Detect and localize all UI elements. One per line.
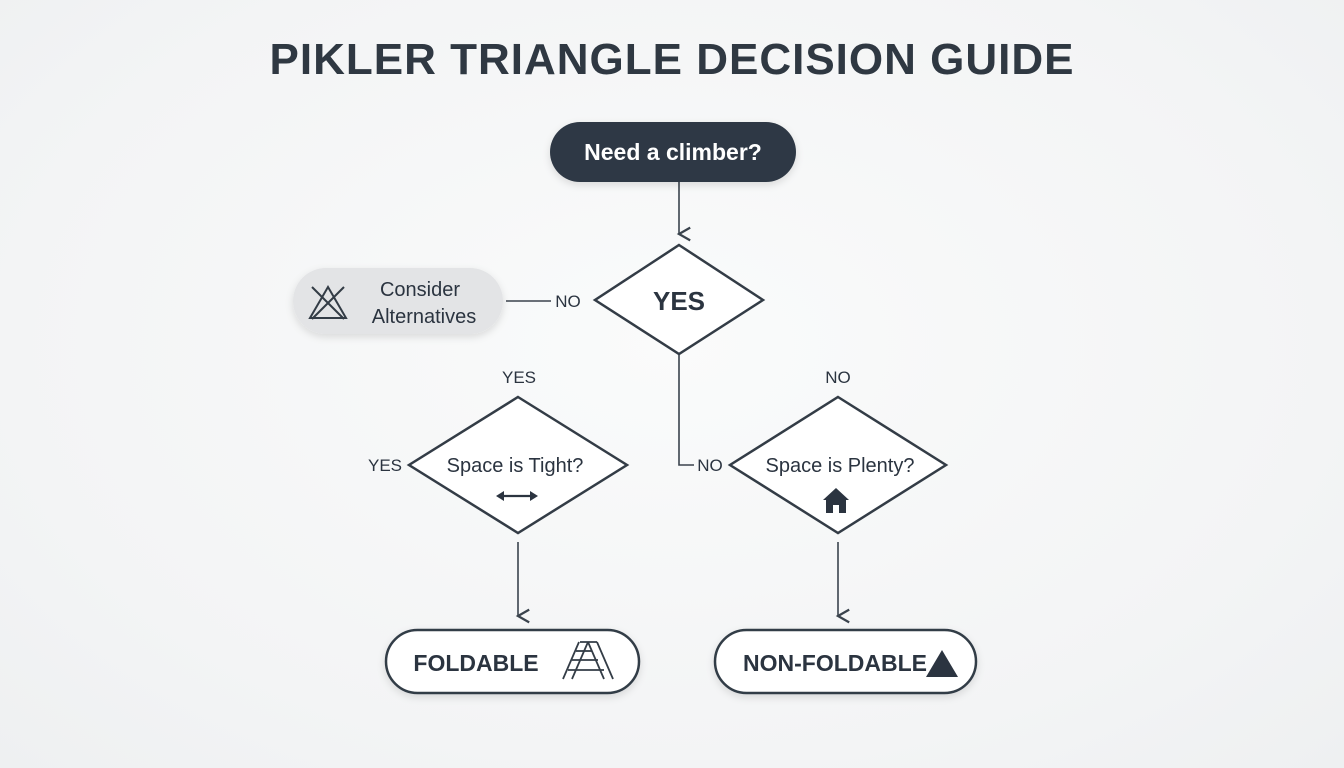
space-plenty-node: Space is Plenty? xyxy=(727,395,949,535)
start-node: Need a climber? xyxy=(550,122,796,182)
space-tight-label: Space is Tight? xyxy=(447,455,584,477)
line-decision-to-plenty xyxy=(678,355,694,466)
alternatives-label-line2: Alternatives xyxy=(372,306,477,328)
horizontal-arrows-icon xyxy=(496,491,538,501)
alternatives-label-line1: Consider xyxy=(380,279,460,301)
decision-main-node: YES xyxy=(592,243,766,356)
house-icon xyxy=(823,488,849,513)
edge-label-above-tight: YES xyxy=(502,368,536,387)
edge-label-to-alternatives: NO xyxy=(555,292,581,311)
edge-label-above-plenty: NO xyxy=(825,368,851,387)
space-tight-node: Space is Tight? xyxy=(406,395,630,535)
ladder-icon xyxy=(562,641,614,680)
alternatives-node: Consider Alternatives xyxy=(293,268,503,334)
diagram-title: PIKLER TRIANGLE DECISION GUIDE xyxy=(270,35,1075,84)
crossed-triangle-icon xyxy=(308,285,348,320)
filled-triangle-icon xyxy=(926,650,958,677)
foldable-label: FOLDABLE xyxy=(413,650,538,676)
edge-labels: NO YES NO YES NO xyxy=(368,292,851,475)
non-foldable-node: NON-FOLDABLE xyxy=(713,628,978,695)
space-plenty-label: Space is Plenty? xyxy=(766,455,915,477)
foldable-node: FOLDABLE xyxy=(384,628,641,695)
edge-label-left-of-tight: YES xyxy=(368,456,402,475)
non-foldable-label: NON-FOLDABLE xyxy=(743,650,927,676)
start-node-label: Need a climber? xyxy=(584,139,762,165)
connectors xyxy=(506,182,850,624)
decision-main-label: YES xyxy=(653,286,705,316)
edge-label-into-plenty: NO xyxy=(697,456,723,475)
